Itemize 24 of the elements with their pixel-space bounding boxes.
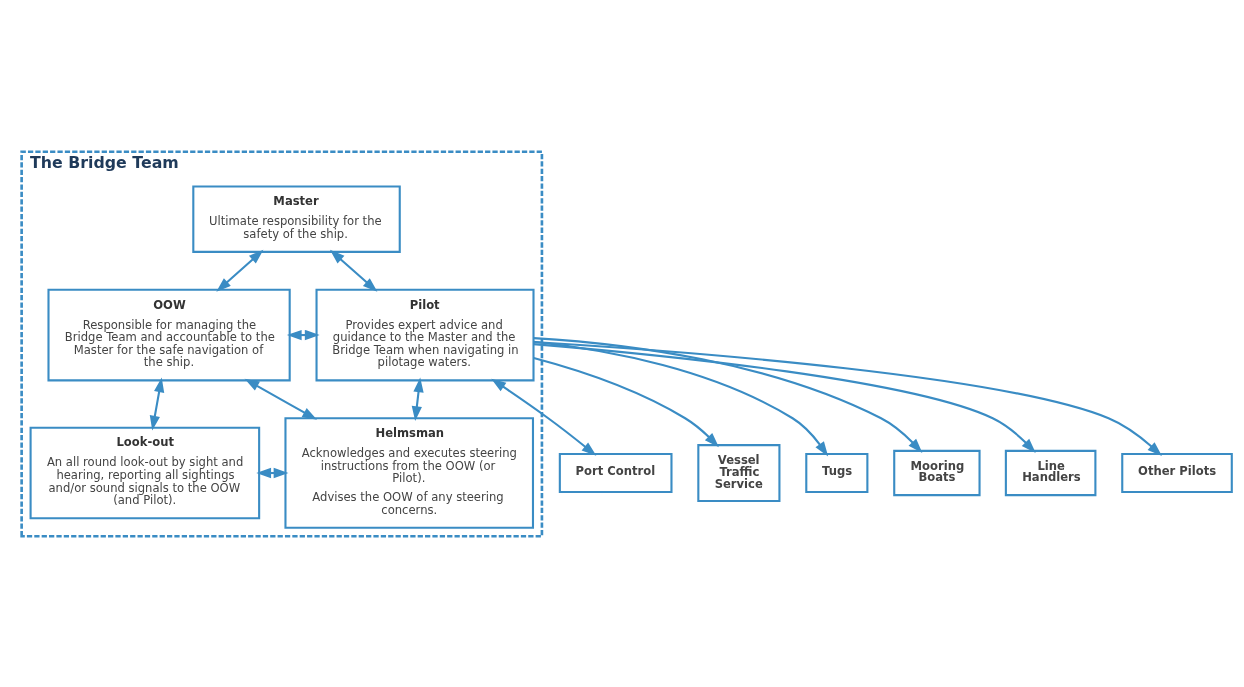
arrow — [244, 378, 317, 420]
arrow — [490, 378, 596, 456]
arrow — [533, 336, 922, 453]
node-box: Other Pilots — [1120, 452, 1233, 493]
node-box: Line Handlers — [1004, 449, 1096, 496]
arrow — [149, 376, 164, 431]
arrow — [215, 249, 263, 292]
arrow — [411, 376, 424, 421]
node-box: Vessel Traffic Service — [696, 443, 780, 502]
node-box: OOW Responsible for managing the Bridge Team and accountable to the Master for the safe navigation of the ship. — [46, 288, 291, 381]
arrow — [532, 342, 1036, 453]
node-box: Mooring Boats — [892, 449, 981, 496]
node-box: Master Ultimate responsibility for the safety of the ship. — [191, 185, 401, 253]
arrow — [286, 329, 320, 340]
arrow — [533, 340, 828, 456]
arrow — [329, 249, 377, 292]
node-box: Pilot Provides expert advice and guidance to the Master and the Bridge Team when navigating in pilotage waters. — [315, 288, 535, 381]
node-box: Tugs — [804, 452, 868, 493]
arrow — [255, 467, 288, 478]
node-box: Port Control — [558, 452, 673, 493]
node-box: Helmsman Acknowledges and executes steering instructions from the OOW (or Pilot). Advises the OOW of any steering concerns. — [283, 416, 534, 529]
node-box: Look-out An all round look-out by sight and hearing, reporting all sightings and/or sound signals to the OOW (and Pilot). — [29, 426, 260, 519]
arrow — [532, 356, 719, 447]
arrow — [533, 340, 1162, 456]
